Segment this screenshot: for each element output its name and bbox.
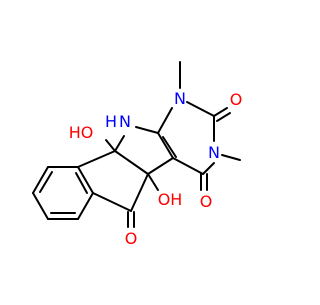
bond <box>157 107 173 134</box>
bond <box>105 139 116 152</box>
atom-labels: HO N H N O N O OH O <box>69 89 243 248</box>
bond <box>77 192 94 220</box>
bond <box>186 101 215 117</box>
label-oh-top: HO <box>69 123 94 142</box>
bond <box>77 166 94 194</box>
label-n3: N <box>208 143 220 162</box>
bond <box>114 150 149 175</box>
bond-double <box>39 171 53 193</box>
bond-double <box>213 107 228 117</box>
label-o-c2: O <box>230 90 243 109</box>
label-nh-n: N <box>119 112 131 131</box>
label-o-c4: O <box>200 192 213 211</box>
bond <box>135 126 159 134</box>
bond <box>32 166 49 194</box>
bond <box>147 173 159 191</box>
bond <box>77 150 116 168</box>
bond <box>32 192 49 220</box>
bond-double <box>75 172 88 194</box>
bond <box>130 173 149 212</box>
bond <box>172 157 204 175</box>
label-n1: N <box>174 89 186 108</box>
label-oh-bottom: OH <box>158 190 183 209</box>
bond <box>157 132 174 159</box>
bond <box>114 135 125 152</box>
bond-double <box>162 136 177 158</box>
bond-double <box>216 112 231 122</box>
label-nh-h: H <box>105 112 117 131</box>
bond <box>147 157 174 175</box>
bond <box>92 192 132 212</box>
bond <box>221 154 241 161</box>
structure-svg: HO N H N O N O OH O <box>32 61 243 248</box>
bonds <box>32 61 241 228</box>
label-o-ketone: O <box>125 229 138 248</box>
bond <box>202 162 215 175</box>
molecule-diagram: HO N H N O N O OH O <box>32 61 243 248</box>
